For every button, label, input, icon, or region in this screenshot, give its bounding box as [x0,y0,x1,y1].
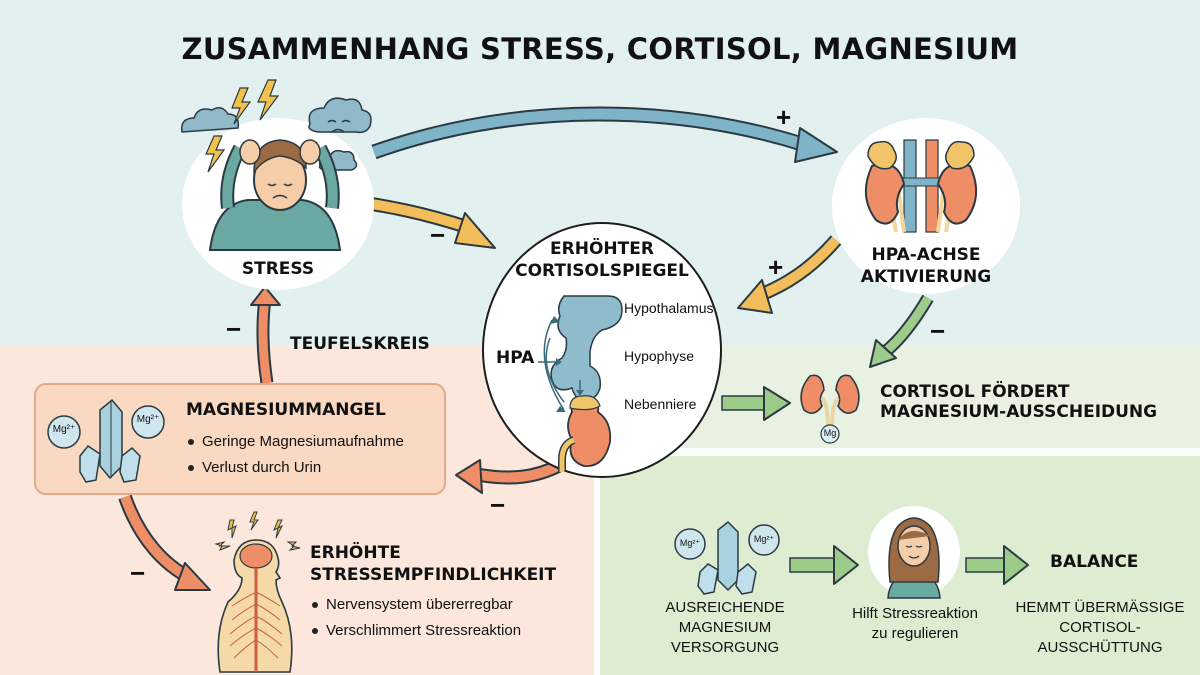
hpa-axis-label-line1: HPA-ACHSE [871,245,981,265]
balance-step-1-label: AUSREICHENDE MAGNESIUM VERSORGUNG [640,598,810,658]
arrow-mg-to-stress [250,286,281,384]
magnesium-crystals-icon [47,398,165,483]
arrow-mg-to-sensitivity [118,494,211,591]
arrow-cortisol-to-excretion [721,386,791,421]
diagram-title: ZUSAMMENHANG STRESS, CORTISOL, MAGNESIUM [181,32,1019,66]
sign-cortisol-to-mg: − [490,490,506,520]
balance-step-3-label: HEMMT ÜBERMÄSSIGE CORTISOL- AUSSCHÜTTUNG [1000,598,1200,658]
balance-mg-ion-label-1: Mg²⁺ [679,538,701,548]
calm-person-icon [887,517,941,599]
balance-step-2-line: Hilft Stressreaktion [852,605,978,622]
stress-sensitivity-title-line1: ERHÖHTE [310,543,401,563]
sign-mg-to-sensitivity: − [130,558,146,588]
cortisol-label-line2: CORTISOLSPIEGEL [515,261,689,281]
magnesium-supply-crystals-icon [674,520,780,595]
balance-step-1-line: AUSREICHENDE [665,599,785,616]
stress-sensitivity-title-line2: STRESSEMPFINDLICHKEIT [310,565,557,585]
stress-label: STRESS [241,259,315,279]
arrow-balance-step-2 [965,545,1029,585]
sign-hpa-to-excretion: − [930,316,946,346]
sign-stress-to-hpa: + [776,102,792,132]
sign-mg-to-stress: − [226,314,242,344]
section-divider [597,448,1200,456]
bullet-item: Nervensystem übererregbar [310,592,521,618]
hypothalamus-label: Hypothalamus [624,300,714,316]
balance-step-2-line: zu regulieren [871,625,959,642]
mg-badge: Mg [823,428,837,438]
arrow-balance-step-1 [789,545,859,585]
arrow-cortisol-to-mg [455,458,564,494]
kidneys-adrenal-icon [865,139,977,233]
hpa-axis-label-line2: AKTIVIERUNG [860,267,992,287]
arrow-stress-to-hpa [371,106,838,163]
magnesium-deficiency-title: MAGNESIUMMANGEL [186,400,386,420]
mg-ion-label-1: Mg²⁺ [52,424,76,435]
balance-step-1-line: VERSORGUNG [670,639,780,656]
stressed-person-icon [181,79,372,251]
balance-step-2-label: Hilft Stressreaktion zu regulieren [820,604,1010,644]
arrow-hpa-to-cortisol [737,235,842,314]
nervous-system-body-icon [214,511,301,673]
bullet-item: Verschlimmert Stressreaktion [310,618,521,644]
bullet-item: Verlust durch Urin [186,455,404,481]
mg-ion-label-2: Mg²⁺ [136,414,160,425]
balance-step-3-line: AUSSCHÜTTUNG [1037,639,1163,656]
teufelskreis-label: TEUFELSKREIS [290,334,430,354]
bullet-item: Geringe Magnesiumaufnahme [186,429,404,455]
sign-stress-to-cortisol: − [430,220,446,250]
hypothalamus-hypophysis-icon [550,295,623,401]
balance-mg-ion-label-2: Mg²⁺ [753,534,775,544]
hypophyse-label: Hypophyse [624,348,695,364]
stress-sensitivity-bullets: Nervensystem übererregbar Verschlimmert … [310,592,521,644]
hpa-label: HPA [496,348,535,368]
section-divider-vertical [594,456,600,675]
excretion-label-line2: MAGNESIUM-AUSSCHEIDUNG [880,402,1158,422]
magnesium-deficiency-bullets: Geringe Magnesiumaufnahme Verlust durch … [186,429,404,481]
balance-title: BALANCE [1050,552,1139,572]
balance-step-3-line: CORTISOL- [1059,619,1141,636]
hpa-gland-diagram [538,295,623,472]
cortisol-label-line1: ERHÖHTER [550,239,654,259]
kidneys-excretion-icon [800,374,860,444]
excretion-label-line1: CORTISOL FÖRDERT [880,382,1070,402]
sign-hpa-to-cortisol: + [768,252,784,282]
arrow-hpa-to-excretion [869,294,934,368]
balance-step-1-line: MAGNESIUM [678,619,772,636]
nebenniere-label: Nebenniere [624,396,697,412]
balance-step-3-line: HEMMT ÜBERMÄSSIGE [1015,599,1185,616]
